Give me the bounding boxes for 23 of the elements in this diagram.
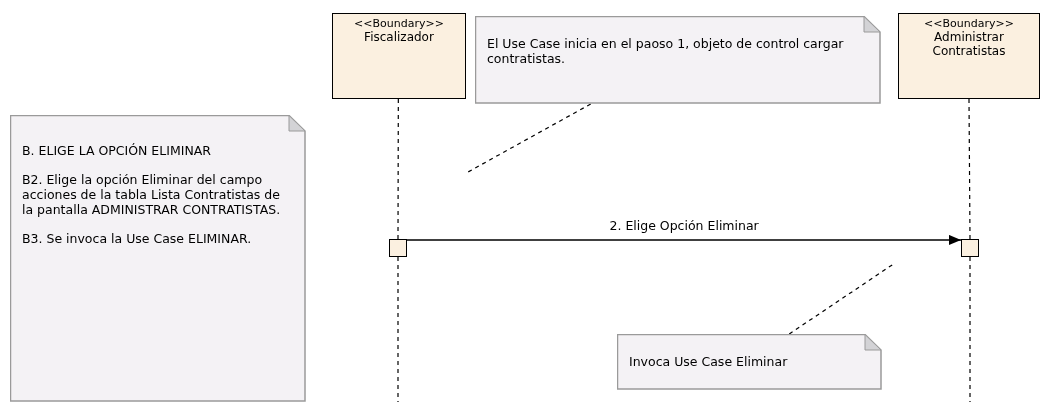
leader-line (467, 103, 592, 173)
lifeline-head-box (332, 13, 466, 99)
note-text: El Use Case inicia en el paoso 1, objeto de control cargar contratistas. (486, 36, 845, 66)
activation-box (961, 239, 979, 257)
note-box (617, 334, 882, 390)
edge-label: 2. Elige Opción Eliminar (607, 217, 761, 233)
note-text: B2. Elige la opción Eliminar del campo acciones de la tabla Lista Contratistas de la pantalla ADMINISTRAR CONTRATISTAS. (21, 172, 282, 217)
lifeline-name: Administrar Contratistas (931, 30, 1007, 58)
activation-box (389, 239, 407, 257)
note-box (475, 16, 881, 104)
lifeline (968, 98, 971, 240)
lifeline (397, 256, 399, 403)
lifeline (397, 98, 399, 240)
note-text: Invoca Use Case Eliminar (628, 354, 789, 369)
lifeline (969, 256, 971, 403)
note-box (10, 115, 306, 402)
note-text: B3. Se invoca la Use Case ELIMINAR. (21, 231, 253, 246)
message-arrow (406, 234, 962, 245)
lifeline-name: Fiscalizador (363, 30, 435, 44)
stereotype-label: <<Boundary>> (353, 17, 445, 30)
stereotype-label: <<Boundary>> (923, 17, 1015, 30)
note-text: B. ELIGE LA OPCIÓN ELIMINAR (21, 143, 212, 158)
lifeline-head-box (898, 13, 1040, 99)
